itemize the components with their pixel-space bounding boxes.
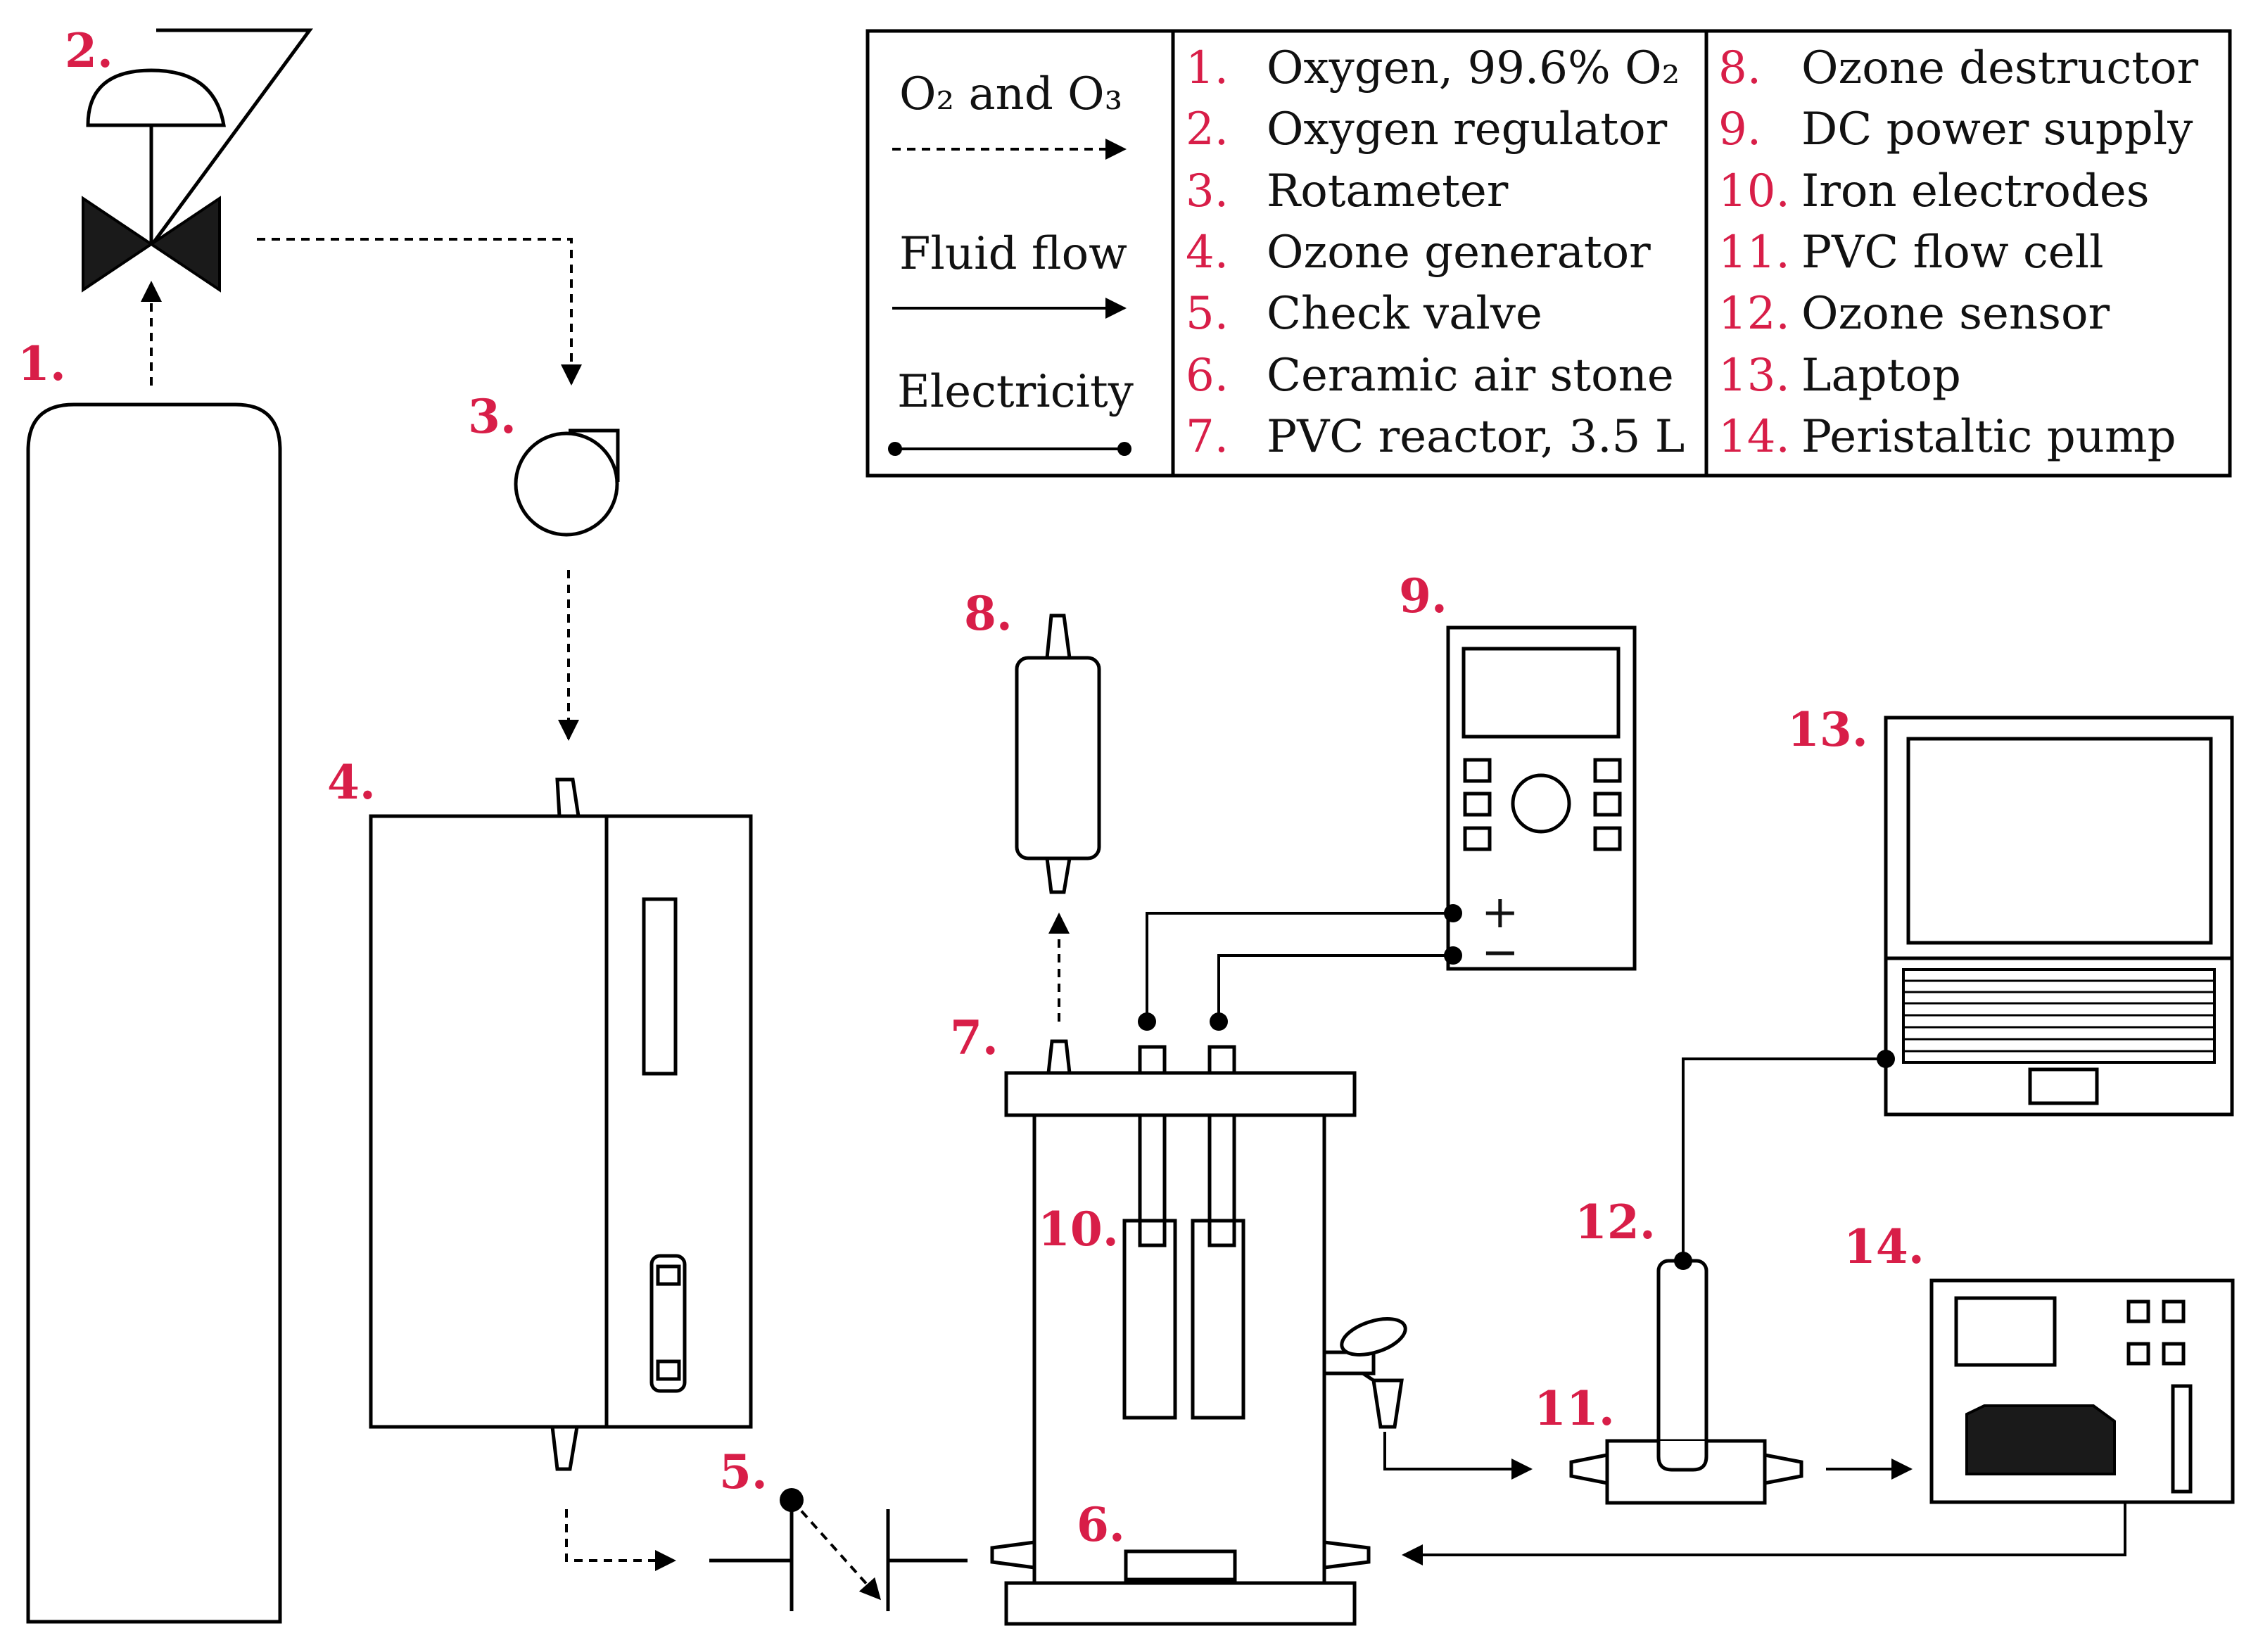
marker-pvc-reactor: 7. [950, 1010, 998, 1065]
legend-item-number: 13. [1718, 350, 1790, 402]
dc-power-supply: + − [1446, 625, 1637, 979]
oxygen-regulator [82, 28, 313, 293]
marker-ozone-generator: 4. [327, 755, 376, 810]
iron-electrodes [1122, 1219, 1245, 1420]
marker-ozone-destructor: 8. [964, 586, 1013, 641]
power-wiring [1138, 904, 1462, 1031]
legend-item-label: Oxygen regulator [1267, 103, 1668, 155]
pvc-flow-cell [1569, 1439, 1803, 1505]
fluid-line-pump-to-reactor [1402, 1495, 2126, 1565]
marker-ceramic-air-stone: 6. [1077, 1497, 1125, 1552]
peristaltic-pump [1929, 1278, 2235, 1504]
legend-item-number: 6. [1186, 350, 1229, 402]
legend-item-label: Ceramic air stone [1267, 350, 1674, 402]
legend-item-number: 8. [1718, 42, 1761, 94]
legend-item-label: Ozone sensor [1801, 288, 2110, 340]
negative-terminal-label: − [1481, 927, 1519, 979]
marker-rotameter: 3. [468, 389, 516, 444]
legend-item-label: Check valve [1267, 288, 1542, 340]
legend-item-label: PVC reactor, 3.5 L [1267, 411, 1685, 463]
marker-ozone-sensor: 12. [1575, 1195, 1656, 1250]
check-valve [709, 1488, 968, 1611]
legend: O₂ and O₃ Fluid flow Electricity 1. Oxyg… [865, 29, 2232, 478]
legend-electric-dot [888, 442, 902, 456]
legend-item-label: PVC flow cell [1801, 227, 2104, 279]
legend-item-number: 1. [1186, 42, 1229, 94]
legend-item-number: 10. [1718, 165, 1790, 217]
gas-line-generator-to-check-valve [565, 1509, 676, 1571]
legend-item-number: 12. [1718, 288, 1790, 340]
legend-item-number: 11. [1718, 227, 1790, 279]
ceramic-air-stone [1124, 1549, 1237, 1582]
legend-item-label: Rotameter [1267, 165, 1509, 217]
marker-laptop: 13. [1787, 702, 1868, 757]
legend-item-label: Ozone destructor [1801, 42, 2198, 94]
legend-item-number: 2. [1186, 103, 1229, 155]
legend-items: 1. Oxygen, 99.6% O₂ 2. Oxygen regulator … [1186, 42, 2198, 463]
legend-flow-label: O₂ and O₃ [899, 68, 1122, 120]
marker-iron-electrodes: 10. [1038, 1202, 1119, 1257]
legend-item-label: Oxygen, 99.6% O₂ [1267, 42, 1680, 94]
ozone-destructor [1015, 614, 1101, 894]
legend-item-label: DC power supply [1801, 103, 2193, 155]
sensor-wiring [1674, 1050, 1895, 1270]
legend-electric-dot [1117, 442, 1131, 456]
fluid-line-tap-to-flow-cell [1383, 1432, 1533, 1480]
rotameter [514, 428, 620, 537]
legend-item-label: Ozone generator [1267, 227, 1651, 279]
legend-item-number: 14. [1718, 411, 1790, 463]
legend-flow-label: Electricity [897, 366, 1134, 418]
legend-item-number: 5. [1186, 288, 1229, 340]
pvc-reactor [990, 1039, 1407, 1626]
legend-item-number: 9. [1718, 103, 1761, 155]
oxygen-cylinder [26, 402, 282, 1624]
marker-oxygen-cylinder: 1. [18, 336, 66, 391]
legend-item-number: 4. [1186, 227, 1229, 279]
legend-frame [865, 29, 2232, 478]
legend-flow-label: Fluid flow [899, 228, 1127, 280]
marker-peristaltic-pump: 14. [1844, 1219, 1925, 1274]
laptop [1884, 716, 2234, 1117]
marker-dc-power-supply: 9. [1399, 568, 1447, 623]
marker-oxygen-regulator: 2. [65, 23, 113, 78]
legend-item-number: 3. [1186, 165, 1229, 217]
marker-check-valve: 5. [719, 1444, 768, 1499]
gas-line-regulator-to-rotameter [257, 238, 582, 386]
legend-item-label: Peristaltic pump [1801, 411, 2176, 463]
ozone-generator [369, 777, 753, 1471]
ozone-sensor [1656, 1259, 1708, 1472]
positive-terminal-label: + [1481, 887, 1519, 939]
legend-item-label: Iron electrodes [1801, 165, 2150, 217]
legend-item-number: 7. [1186, 411, 1229, 463]
marker-pvc-flow-cell: 11. [1534, 1381, 1615, 1436]
component-markers: 1. 2. 3. 4. 5. 6. 7. 8. 9. 10. 11. 12. 1… [18, 23, 1925, 1552]
legend-item-label: Laptop [1801, 350, 1961, 402]
